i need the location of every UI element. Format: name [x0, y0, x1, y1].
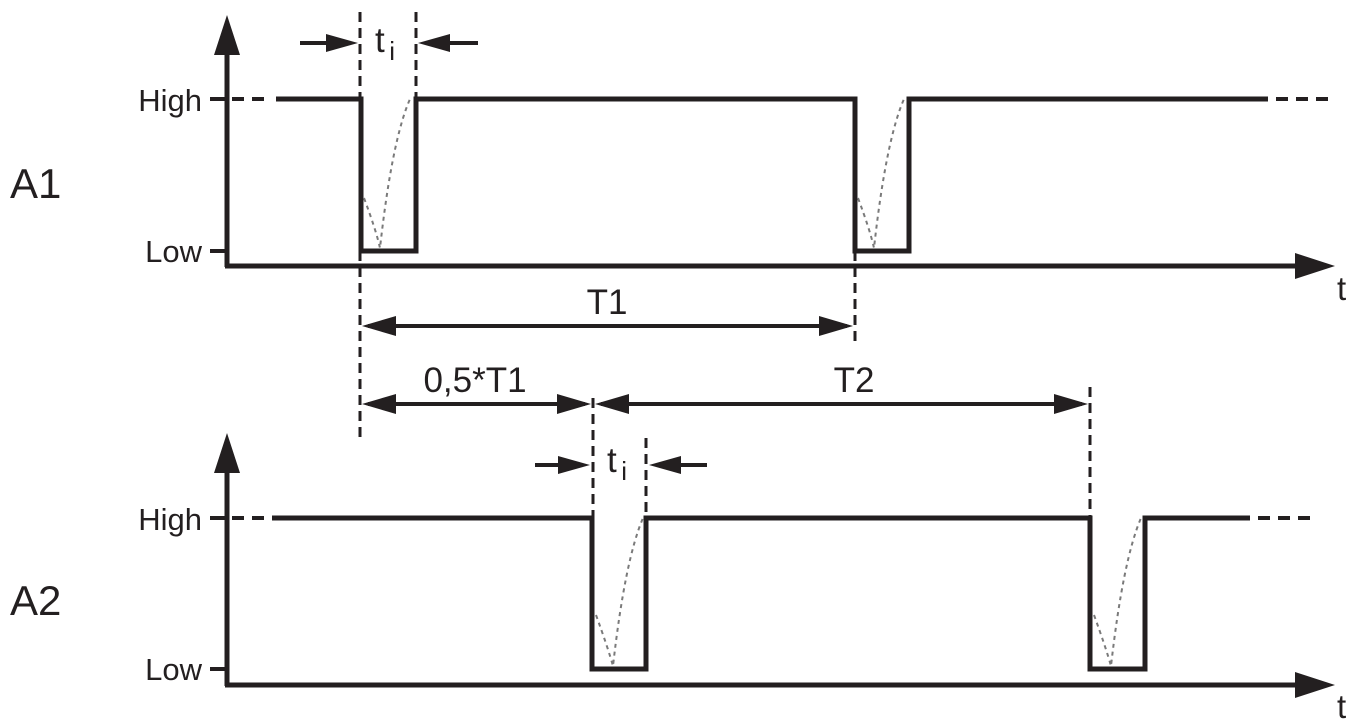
a1-pulse2-dotted-transition	[857, 98, 905, 249]
a2-signal-name: A2	[10, 577, 61, 624]
t1-label: T1	[587, 283, 628, 322]
offset-right-arrow-icon	[557, 394, 591, 414]
a2-pulse1-dotted-transition	[595, 517, 644, 667]
offset-left-arrow-icon	[362, 394, 396, 414]
a2-y-axis-arrow-icon	[214, 433, 240, 473]
a1-ti-right-arrow-icon	[418, 34, 450, 52]
a2-high-label: High	[138, 502, 202, 537]
a2-x-axis-arrow-icon	[1295, 672, 1335, 698]
a2-waveform	[272, 515, 1250, 672]
a1-time-axis-label: t	[1337, 270, 1346, 307]
a2-ti-left-arrow-icon	[558, 456, 590, 474]
a1-ti-left-arrow-icon	[326, 34, 358, 52]
a1-ti-label: t i	[375, 21, 395, 66]
a1-signal-name: A1	[10, 160, 61, 207]
t2-right-arrow-icon	[1054, 394, 1088, 414]
a1-low-label: Low	[145, 234, 202, 269]
signal-a1: High Low A1 t t i	[10, 12, 1346, 307]
a1-ti-sub: i	[389, 36, 395, 66]
a2-low-label: Low	[145, 652, 202, 687]
a2-time-axis-label: t	[1337, 688, 1346, 723]
a1-y-axis-arrow-icon	[214, 15, 240, 55]
a1-x-axis-arrow-icon	[1295, 253, 1335, 279]
a1-high-label: High	[138, 83, 202, 118]
a2-ti-main: t	[607, 441, 617, 480]
a2-ti-right-arrow-icon	[649, 456, 681, 474]
offset-label: 0,5*T1	[423, 361, 526, 400]
t1-left-arrow-icon	[362, 316, 396, 336]
interval-annotations: T1 0,5*T1 T2	[358, 251, 1092, 520]
a1-pulse1-dotted-transition	[363, 98, 411, 249]
a2-ti-sub: i	[621, 456, 627, 486]
signal-a2: High Low A2 t t i	[10, 433, 1346, 723]
t2-left-arrow-icon	[595, 394, 629, 414]
a1-ti-main: t	[375, 21, 385, 60]
a2-ti-label: t i	[607, 441, 627, 486]
t1-right-arrow-icon	[819, 316, 853, 336]
t2-label: T2	[834, 361, 875, 400]
a2-pulse2-dotted-transition	[1093, 517, 1142, 667]
a1-waveform	[276, 96, 1268, 254]
